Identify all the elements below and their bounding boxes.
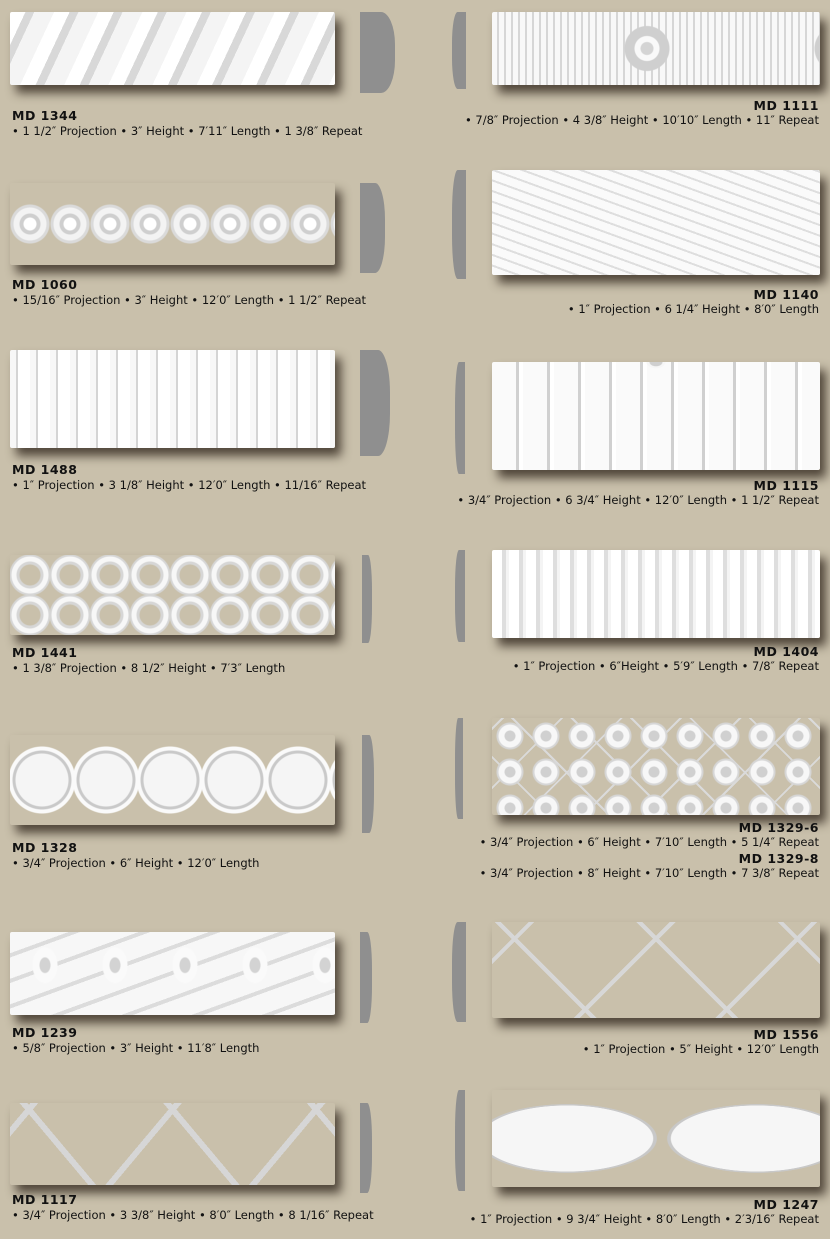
profile-silhouette — [452, 170, 466, 279]
profile-silhouette — [455, 718, 463, 819]
molding-image — [10, 555, 335, 635]
molding-image — [10, 12, 335, 85]
spec-line: • 1 3/8″ Projection • 8 1/2″ Height • 7′… — [12, 661, 286, 675]
molding-image — [492, 1090, 820, 1187]
spec-line: • 3/4″ Projection • 6 3/4″ Height • 12′0… — [457, 493, 819, 507]
spec-line: • 1″ Projection • 9 3/4″ Height • 8′0″ L… — [469, 1212, 819, 1226]
molding-image — [10, 932, 335, 1015]
model-number: MD 1329-8 — [738, 851, 819, 866]
spec-line: • 1″ Projection • 6″Height • 5′9″ Length… — [512, 659, 819, 673]
profile-silhouette — [360, 932, 372, 1023]
spec-line: • 1″ Projection • 6 1/4″ Height • 8′0″ L… — [567, 302, 819, 316]
spec-line: • 15/16″ Projection • 3″ Height • 12′0″ … — [12, 293, 367, 307]
model-number: MD 1140 — [753, 287, 819, 302]
spec-line: • 7/8″ Projection • 4 3/8″ Height • 10′1… — [464, 113, 819, 127]
molding-image — [10, 183, 335, 265]
profile-silhouette — [452, 12, 466, 89]
spec-line: • 5/8″ Projection • 3″ Height • 11′8″ Le… — [12, 1041, 260, 1055]
molding-image — [492, 362, 820, 470]
spec-line: • 3/4″ Projection • 3 3/8″ Height • 8′0″… — [12, 1208, 374, 1222]
molding-image — [492, 12, 820, 85]
model-number: MD 1115 — [753, 478, 819, 493]
model-number: MD 1247 — [753, 1197, 819, 1212]
profile-silhouette — [362, 735, 374, 833]
molding-image — [492, 550, 820, 638]
model-number: MD 1117 — [12, 1192, 78, 1207]
profile-silhouette — [452, 922, 466, 1022]
model-number: MD 1556 — [753, 1027, 819, 1042]
model-number: MD 1111 — [753, 98, 819, 113]
model-number: MD 1328 — [12, 840, 78, 855]
molding-image — [10, 1103, 335, 1185]
model-number: MD 1404 — [753, 644, 819, 659]
model-number: MD 1329-6 — [738, 820, 819, 835]
molding-image — [492, 718, 820, 815]
profile-silhouette — [455, 1090, 465, 1191]
spec-line: • 3/4″ Projection • 6″ Height • 7′10″ Le… — [479, 835, 819, 849]
molding-image — [492, 922, 820, 1018]
spec-line: • 1 1/2″ Projection • 3″ Height • 7′11″ … — [12, 124, 363, 138]
molding-image — [10, 350, 335, 448]
model-number: MD 1239 — [12, 1025, 78, 1040]
model-number: MD 1488 — [12, 462, 78, 477]
model-number: MD 1441 — [12, 645, 78, 660]
profile-silhouette — [362, 555, 372, 643]
spec-line: • 3/4″ Projection • 8″ Height • 7′10″ Le… — [479, 866, 819, 880]
profile-silhouette — [455, 550, 465, 642]
profile-silhouette — [360, 12, 395, 93]
profile-silhouette — [455, 362, 465, 474]
spec-line: • 3/4″ Projection • 6″ Height • 12′0″ Le… — [12, 856, 260, 870]
profile-silhouette — [360, 183, 385, 273]
molding-image — [492, 170, 820, 275]
molding-image — [10, 735, 335, 825]
model-number: MD 1344 — [12, 108, 78, 123]
spec-line: • 1″ Projection • 3 1/8″ Height • 12′0″ … — [12, 478, 367, 492]
model-number: MD 1060 — [12, 277, 78, 292]
profile-silhouette — [360, 1103, 372, 1193]
profile-silhouette — [360, 350, 390, 456]
spec-line: • 1″ Projection • 5″ Height • 12′0″ Leng… — [582, 1042, 819, 1056]
